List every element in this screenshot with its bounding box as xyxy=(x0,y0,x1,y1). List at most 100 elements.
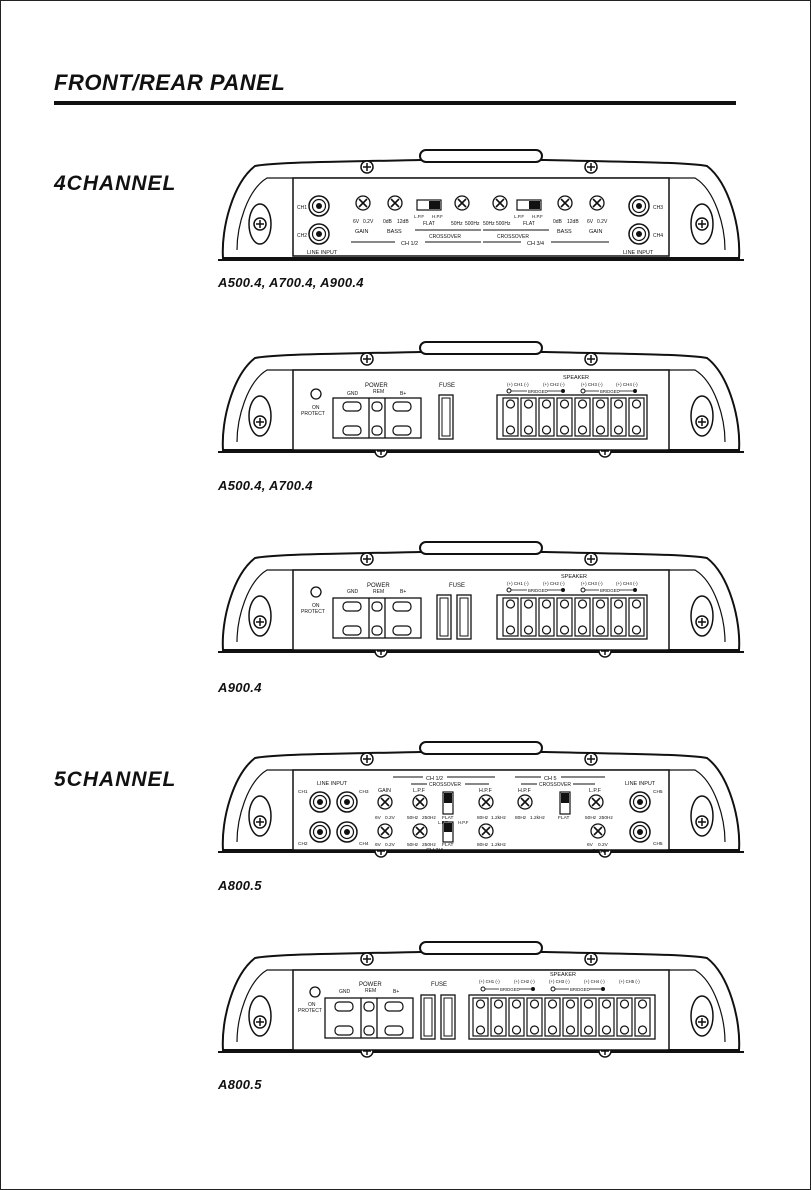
bass-knob-ch34[interactable] xyxy=(557,195,573,211)
gain-knob-ch34[interactable] xyxy=(589,195,605,211)
lpf-knob-ch12[interactable] xyxy=(412,794,428,810)
svg-text:1.2kHz: 1.2kHz xyxy=(530,815,546,821)
section-5channel: 5CHANNEL xyxy=(54,768,177,791)
svg-text:12dB: 12dB xyxy=(397,219,409,225)
label-crossover-ch12: CROSSOVER xyxy=(429,234,461,240)
svg-text:H.P.F: H.P.F xyxy=(458,820,469,825)
lpf-knob-ch34[interactable] xyxy=(412,823,428,839)
label-speaker: SPEAKER xyxy=(561,574,587,580)
gain-knob-ch5[interactable] xyxy=(590,823,606,839)
svg-text:0.2V: 0.2V xyxy=(363,219,374,225)
svg-text:BRIDGED: BRIDGED xyxy=(570,987,590,992)
svg-text:CH 3/4: CH 3/4 xyxy=(426,848,443,854)
svg-text:1.2kHz: 1.2kHz xyxy=(491,842,507,848)
svg-text:REM: REM xyxy=(373,389,384,395)
crossover-switch-ch12[interactable] xyxy=(416,199,442,211)
gain-knob-ch34[interactable] xyxy=(377,823,393,839)
rca-jack-ch3[interactable] xyxy=(336,791,358,813)
label-fuse: FUSE xyxy=(449,583,465,589)
svg-text:(+) CH5 (-): (+) CH5 (-) xyxy=(619,979,640,984)
svg-text:0dB: 0dB xyxy=(553,219,563,225)
svg-text:250Hz: 250Hz xyxy=(599,815,613,821)
svg-text:CH2: CH2 xyxy=(298,841,308,847)
rca-jack-ch5-a[interactable] xyxy=(629,791,651,813)
crossover-knob-ch12[interactable] xyxy=(454,195,470,211)
label-power: POWER xyxy=(359,982,382,988)
svg-text:ON: ON xyxy=(308,1002,316,1008)
svg-text:80Hz: 80Hz xyxy=(477,842,489,848)
power-terminal-block[interactable] xyxy=(332,397,422,439)
svg-text:CROSSOVER: CROSSOVER xyxy=(539,782,571,788)
label-line-input-left: LINE INPUT xyxy=(307,250,338,256)
svg-text:6V: 6V xyxy=(353,219,360,225)
label-ch3: CH3 xyxy=(653,205,663,211)
label-line-input-left: LINE INPUT xyxy=(317,781,348,787)
rear-panel-4ch-dual-fuse: ON PROTECT POWER GND REM B+ FUSE SPEAKER… xyxy=(215,540,747,670)
title-rule xyxy=(54,101,736,105)
svg-text:REM: REM xyxy=(373,589,384,595)
lpf-knob-ch5[interactable] xyxy=(588,794,604,810)
speaker-terminal-block[interactable] xyxy=(468,994,656,1040)
crossover-knob-ch34[interactable] xyxy=(492,195,508,211)
gain-knob-ch12[interactable] xyxy=(377,794,393,810)
fuse-1[interactable] xyxy=(420,994,436,1040)
fuse-2[interactable] xyxy=(456,594,472,640)
front-panel-4ch: CH1 CH2 LINE INPUT 6V 0.2V GAIN 0dB 12dB… xyxy=(215,148,747,278)
svg-text:BRIDGED: BRIDGED xyxy=(600,588,620,593)
svg-text:80Hz: 80Hz xyxy=(477,815,489,821)
svg-text:CROSSOVER: CROSSOVER xyxy=(429,782,461,788)
rca-jack-ch3[interactable] xyxy=(628,195,650,217)
label-gain-ch34: GAIN xyxy=(589,229,602,235)
svg-text:L.P.F: L.P.F xyxy=(589,788,602,794)
svg-text:CH3: CH3 xyxy=(359,789,369,795)
rca-jack-ch2[interactable] xyxy=(308,223,330,245)
hpf-knob-ch5[interactable] xyxy=(517,794,533,810)
rca-jack-ch1[interactable] xyxy=(309,791,331,813)
rca-jack-ch2[interactable] xyxy=(309,821,331,843)
rca-jack-ch4[interactable] xyxy=(628,223,650,245)
svg-text:H.P.F: H.P.F xyxy=(479,788,493,794)
crossover-switch-ch34[interactable] xyxy=(516,199,542,211)
svg-text:(+) CH1 (-): (+) CH1 (-) xyxy=(507,581,529,586)
section-4channel: 4CHANNEL xyxy=(54,172,177,195)
power-terminal-block[interactable] xyxy=(332,597,422,639)
hpf-knob-ch34[interactable] xyxy=(478,823,494,839)
power-terminal-block[interactable] xyxy=(324,997,414,1039)
label-ch4: CH4 xyxy=(653,233,663,239)
svg-text:250Hz: 250Hz xyxy=(422,842,436,848)
svg-text:GAIN: GAIN xyxy=(592,849,605,855)
svg-text:FLAT: FLAT xyxy=(558,815,569,821)
label-gain-ch12: GAIN xyxy=(355,229,368,235)
svg-text:BRIDGED: BRIDGED xyxy=(528,389,548,394)
svg-text:BRIDGED: BRIDGED xyxy=(528,588,548,593)
rear-panel-4ch-single-fuse: ON PROTECT POWER GND REM B+ FUSE SPEAKER… xyxy=(215,340,747,470)
label-power: POWER xyxy=(367,583,390,589)
svg-text:(+) CH2 (-): (+) CH2 (-) xyxy=(543,382,565,387)
svg-text:50Hz: 50Hz xyxy=(407,815,419,821)
svg-text:(+) CH4 (-): (+) CH4 (-) xyxy=(616,382,638,387)
svg-text:CH1: CH1 xyxy=(298,789,308,795)
svg-text:REM: REM xyxy=(365,988,376,994)
fuse-1[interactable] xyxy=(436,594,452,640)
rca-jack-ch4[interactable] xyxy=(336,821,358,843)
svg-text:PROTECT: PROTECT xyxy=(301,411,325,417)
fuse-2[interactable] xyxy=(440,994,456,1040)
crossover-switch-ch5[interactable] xyxy=(559,791,571,815)
label-bass-ch12: BASS xyxy=(387,229,402,235)
svg-text:L.P.F: L.P.F xyxy=(413,788,426,794)
svg-text:50Hz: 50Hz xyxy=(451,221,463,227)
speaker-terminal-block[interactable] xyxy=(496,394,648,440)
rca-jack-ch1[interactable] xyxy=(308,195,330,217)
svg-text:B+: B+ xyxy=(393,989,399,995)
rca-jack-ch5-b[interactable] xyxy=(629,821,651,843)
crossover-switch-ch12[interactable] xyxy=(442,791,454,815)
crossover-switch-ch34[interactable] xyxy=(442,821,454,843)
svg-text:H.P.F: H.P.F xyxy=(518,788,532,794)
hpf-knob-ch12[interactable] xyxy=(478,794,494,810)
bass-knob-ch12[interactable] xyxy=(387,195,403,211)
svg-text:0.2V: 0.2V xyxy=(385,842,396,848)
fuse[interactable] xyxy=(438,394,454,440)
speaker-terminal-block[interactable] xyxy=(496,594,648,640)
gain-knob-ch12[interactable] xyxy=(355,195,371,211)
label-speaker: SPEAKER xyxy=(563,375,589,381)
